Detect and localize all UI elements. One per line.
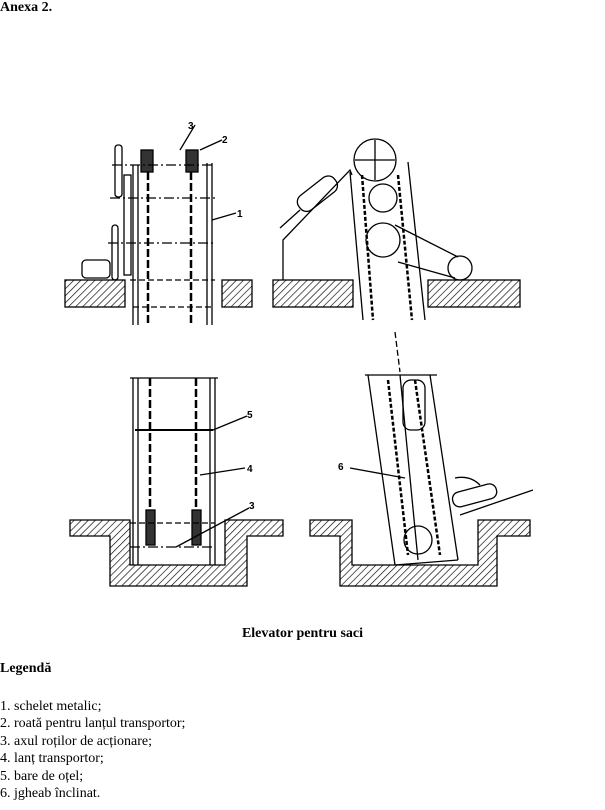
page-heading: Anexa 2.	[0, 0, 53, 15]
center-axis	[394, 331, 401, 373]
legend-list: 1. schelet metalic; 2. roată pentru lanț…	[0, 698, 185, 802]
callout-3-top: 3	[188, 121, 194, 132]
callout-1: 1	[237, 209, 243, 220]
callout-4: 4	[247, 464, 253, 475]
legend-item: 6. jgheab înclinat.	[0, 786, 101, 802]
callout-5: 5	[247, 410, 253, 421]
legend-item: 5. bare de oțel;	[0, 768, 84, 784]
callout-2: 2	[222, 135, 228, 146]
figure-caption: Elevator pentru saci	[241, 626, 364, 641]
legend-item: 3. axul roților de acționare;	[0, 733, 152, 749]
callout-6: 6	[338, 462, 344, 473]
front-view-head: 3 2 1	[64, 121, 253, 325]
side-view-foot: 6	[309, 374, 534, 587]
front-view-foot: 5 4 3	[69, 377, 284, 587]
legend-item: 4. lanț transportor;	[0, 751, 104, 767]
legend-item: 1. schelet metalic;	[0, 699, 102, 714]
callout-3-bottom: 3	[249, 501, 255, 512]
legend-item: 2. roată pentru lanțul transportor;	[0, 716, 186, 732]
legend-title: Legendă	[0, 661, 52, 676]
elevator-diagram: 3 2 1	[64, 121, 534, 587]
side-view-head	[272, 138, 521, 321]
